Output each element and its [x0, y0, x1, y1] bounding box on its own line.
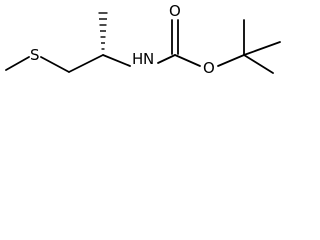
bond-carbonyl-oester	[174, 54, 201, 67]
bond-oester-tertc	[217, 54, 245, 67]
atom-hydrogen: H	[132, 50, 143, 68]
hashed-wedge-bond	[98, 12, 108, 50]
bond-tertc-ch3-down	[243, 54, 274, 74]
bond-n-carbonyl	[157, 54, 176, 64]
bond-chiral-n	[102, 54, 131, 67]
bond-ch2-chiral	[68, 54, 104, 73]
bond-ch3-s	[5, 56, 30, 71]
atom-oxygen-carbonyl: O	[169, 2, 181, 20]
bond-tertc-ch3-right	[243, 41, 281, 56]
atom-nitrogen: N	[143, 50, 154, 68]
bond-s-ch2	[40, 56, 70, 73]
atom-sulfur: S	[30, 46, 40, 64]
molecule-svg: S H N O O	[5, 2, 281, 77]
atom-oxygen-ester: O	[203, 59, 215, 77]
structure-canvas: S H N O O	[0, 0, 284, 88]
